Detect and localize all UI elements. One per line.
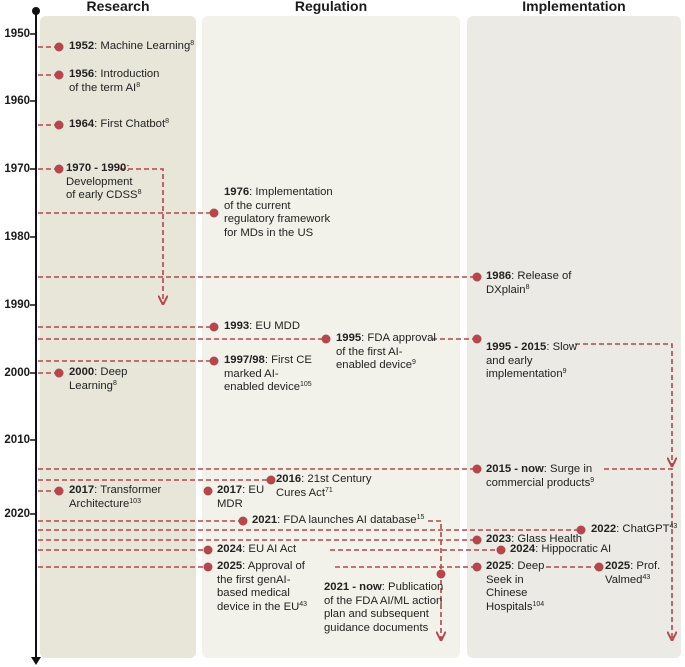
research-heading: Research — [86, 0, 150, 14]
year-label: 2020 — [4, 508, 30, 520]
event-early-cdss: 1970 - 1990: Development of early CDSS8 — [66, 162, 142, 202]
event-cures-act: 2016: 21st Century Cures Act71 — [276, 473, 372, 499]
event-dots — [54, 42, 604, 579]
year-label: 2000 — [4, 367, 30, 379]
event-eu-mdd: 1993: EU MDD — [224, 320, 300, 332]
event-genai-approval: 2025: Approval of the first genAI- based… — [217, 560, 308, 613]
regulation-heading: Regulation — [294, 0, 368, 14]
event-dxplain: 1986: Release of DXplain8 — [486, 270, 572, 296]
year-label: 1960 — [4, 95, 30, 107]
research-column — [40, 16, 196, 658]
event-eu-mdr: 2017: EU MDR — [217, 484, 265, 510]
regulation-column — [202, 16, 460, 658]
event-us-framework: 1976: Implementation of the current regu… — [224, 186, 333, 239]
axis-arrow-head — [31, 657, 41, 665]
year-label: 2010 — [4, 434, 30, 446]
event-deep-learning: 2000: Deep Learning8 — [69, 366, 128, 392]
implementation-heading: Implementation — [522, 0, 626, 14]
event-first-chatbot: 1964: First Chatbot8 — [69, 118, 169, 130]
year-label: 1970 — [4, 163, 30, 175]
event-fda-approval-1995: 1995: FDA approval of the first AI- enab… — [336, 332, 436, 372]
event-hippocratic-ai: 2024: Hippocratic AI — [510, 543, 612, 555]
event-commercial-surge: 2015 - now: Surge in commercial products… — [486, 463, 595, 489]
event-eu-ai-act: 2024: EU AI Act — [217, 543, 297, 555]
event-deepseek-hospitals: 2025: Deep Seek in Chinese Hospitals104 — [486, 560, 545, 613]
year-label: 1990 — [4, 299, 30, 311]
axis-start-dot — [32, 7, 40, 15]
event-first-ce-device: 1997/98: First CE marked AI- enabled dev… — [224, 354, 312, 394]
event-chatgpt: 2022: ChatGPT43 — [591, 523, 678, 535]
event-fda-ai-database: 2021: FDA launches AI database15 — [252, 514, 425, 526]
year-label: 1950 — [4, 28, 30, 40]
event-prof-valmed: 2025: Prof. Valmed43 — [605, 560, 661, 586]
event-fda-action-plan: 2021 - now: Publication of the FDA AI/ML… — [324, 581, 444, 634]
event-transformer: 2017: Transformer Architecture103 — [69, 484, 162, 510]
year-label: 1980 — [4, 231, 30, 243]
event-slow-implementation: 1995 - 2015: Slow and early implementati… — [486, 341, 578, 381]
connector-lines — [38, 46, 672, 640]
event-term-ai: 1956: Introduction of the term AI8 — [69, 68, 160, 94]
event-machine-learning: 1952: Machine Learning8 — [69, 40, 195, 52]
event-glass-health: 2023: Glass Health — [486, 533, 583, 545]
